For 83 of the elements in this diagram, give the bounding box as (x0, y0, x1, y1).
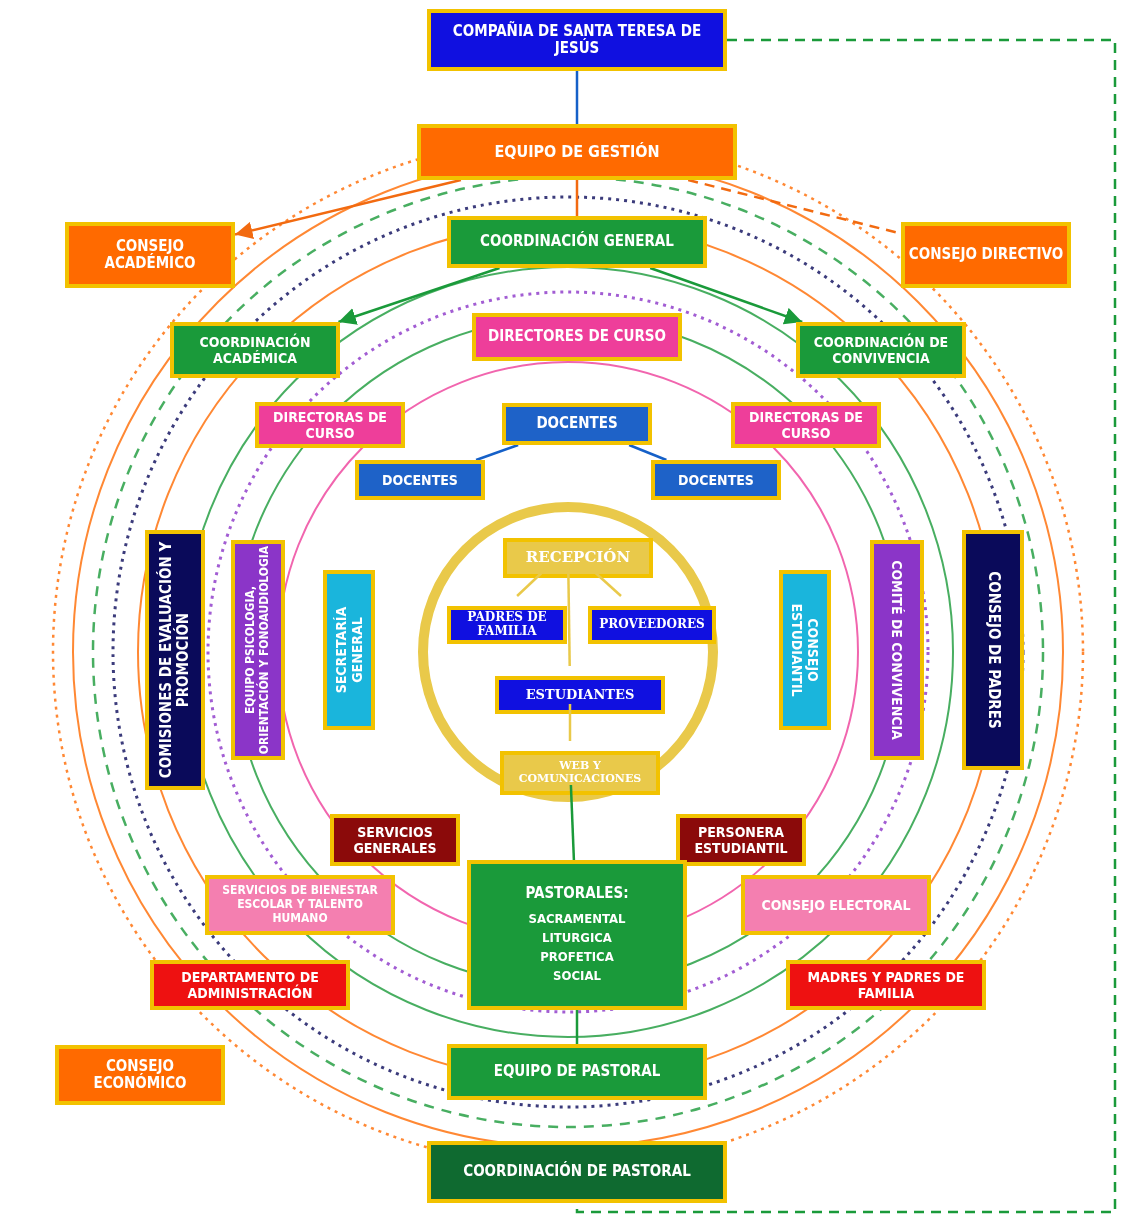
unit-name: DOCENTES (382, 471, 458, 489)
unit-name: COMPAÑIA DE SANTA TERESA DE JESÚS (451, 22, 703, 58)
unit-banner (901, 222, 1071, 288)
unit-banner (447, 1044, 707, 1100)
unit-banner (427, 9, 727, 71)
unit-name: PADRES DE FAMILIA (466, 611, 548, 639)
unit-banner (145, 530, 205, 790)
unit-name: SECRETARÍA GENERAL (332, 605, 366, 696)
unit-name: COMITÉ DE CONVIVENCIA (888, 560, 906, 740)
unit-banner (255, 402, 405, 448)
unit-name: EQUIPO DE GESTIÓN (494, 142, 660, 162)
unit-banner (731, 402, 881, 448)
unit-name: EQUIPO PSICOLOGIA, ORIENTACIÓN Y FONOAUDIOLOGIA (244, 544, 272, 756)
unit-banner (588, 606, 716, 644)
unit-name: PERSONERA ESTUDIANTIL (693, 823, 789, 857)
unit-name: DIRECTORAS DE CURSO (272, 408, 388, 442)
unit-banner (330, 814, 460, 866)
unit-banner (323, 570, 375, 730)
unit-name: PROVEEDORES (599, 618, 705, 632)
pastoral-item: SOCIAL (553, 968, 601, 984)
unit-banner (500, 751, 660, 795)
unit-banner (502, 403, 652, 445)
arrow (338, 266, 500, 325)
unit-name: EQUIPO DE PASTORAL (493, 1063, 661, 1081)
unit-name: PASTORALES: (525, 884, 629, 902)
unit-banner (870, 540, 924, 760)
unit-name: COORDINACIÓN GENERAL (480, 233, 674, 251)
unit-name: WEB Y COMUNICACIONES (517, 760, 643, 786)
unit-banner (231, 540, 285, 760)
unit-name: DOCENTES (678, 471, 754, 489)
unit-banner (355, 460, 485, 500)
unit-banner (503, 538, 653, 578)
unit-name: SERVICIOS DE BIENESTAR ESCOLAR Y TALENTO HUMANO (221, 884, 379, 926)
unit-name: MADRES Y PADRES DE FAMILIA (806, 968, 966, 1002)
unit-banner (962, 530, 1024, 770)
unit-name: ESTUDIANTES (525, 687, 635, 703)
unit-banner (741, 875, 931, 935)
unit-banner (205, 875, 395, 935)
connector-line (575, 1010, 579, 1044)
pastoral-item: LITURGICA (542, 930, 612, 946)
unit-name: COORDINACIÓN DE CONVIVENCIA (812, 333, 950, 367)
connector-line (575, 180, 579, 216)
connector-line (628, 443, 667, 462)
unit-name: COORDINACIÓN DE PASTORAL (463, 1163, 691, 1181)
unit-name: CONSEJO ESTUDIANTIL (788, 602, 822, 699)
unit-banner (427, 1141, 727, 1203)
connector-line (575, 71, 579, 124)
unit-name: DIRECTORAS DE CURSO (748, 408, 864, 442)
connector-line (569, 784, 576, 861)
unit-banner (447, 216, 707, 268)
unit-banner (779, 570, 831, 730)
unit-name: CONSEJO ACADÉMICO (103, 237, 197, 273)
unit-banner (417, 124, 737, 180)
unit-name: CONSEJO DE PADRES (984, 571, 1002, 729)
connector-line (475, 443, 519, 462)
unit-banner (170, 322, 340, 378)
arrow (234, 178, 462, 239)
unit-name: CONSEJO DIRECTIVO (908, 246, 1064, 264)
unit-banner (651, 460, 781, 500)
unit-banner (676, 814, 806, 866)
unit-banner (786, 960, 986, 1010)
unit-banner (65, 222, 235, 288)
unit-banner (447, 606, 567, 644)
unit-name: CONSEJO ELECTORAL (761, 896, 911, 914)
unit-name: RECEPCIÓN (525, 549, 631, 567)
connector-line (568, 704, 572, 741)
unit-name: CONSEJO ECONÓMICO (92, 1057, 188, 1093)
pastoral-item: SACRAMENTAL (528, 911, 626, 927)
pastoral-panel (467, 860, 687, 1010)
unit-name: DEPARTAMENTO DE ADMINISTRACIÓN (180, 968, 320, 1002)
unit-name: DIRECTORES DE CURSO (488, 328, 666, 346)
unit-name: COMISIONES DE EVALUACIÓN Y PROMOCIÓN (157, 540, 193, 781)
unit-name: SERVICIOS GENERALES (352, 823, 438, 857)
unit-banner (55, 1045, 225, 1105)
unit-name: DOCENTES (536, 415, 618, 433)
pastoral-item: PROFETICA (540, 949, 614, 965)
unit-banner (150, 960, 350, 1010)
unit-name: COORDINACIÓN ACADÉMICA (198, 333, 312, 367)
arrow (649, 266, 803, 325)
connector-line (575, 38, 1117, 1214)
unit-banner (495, 676, 665, 714)
unit-banner (472, 313, 682, 361)
unit-banner (796, 322, 966, 378)
